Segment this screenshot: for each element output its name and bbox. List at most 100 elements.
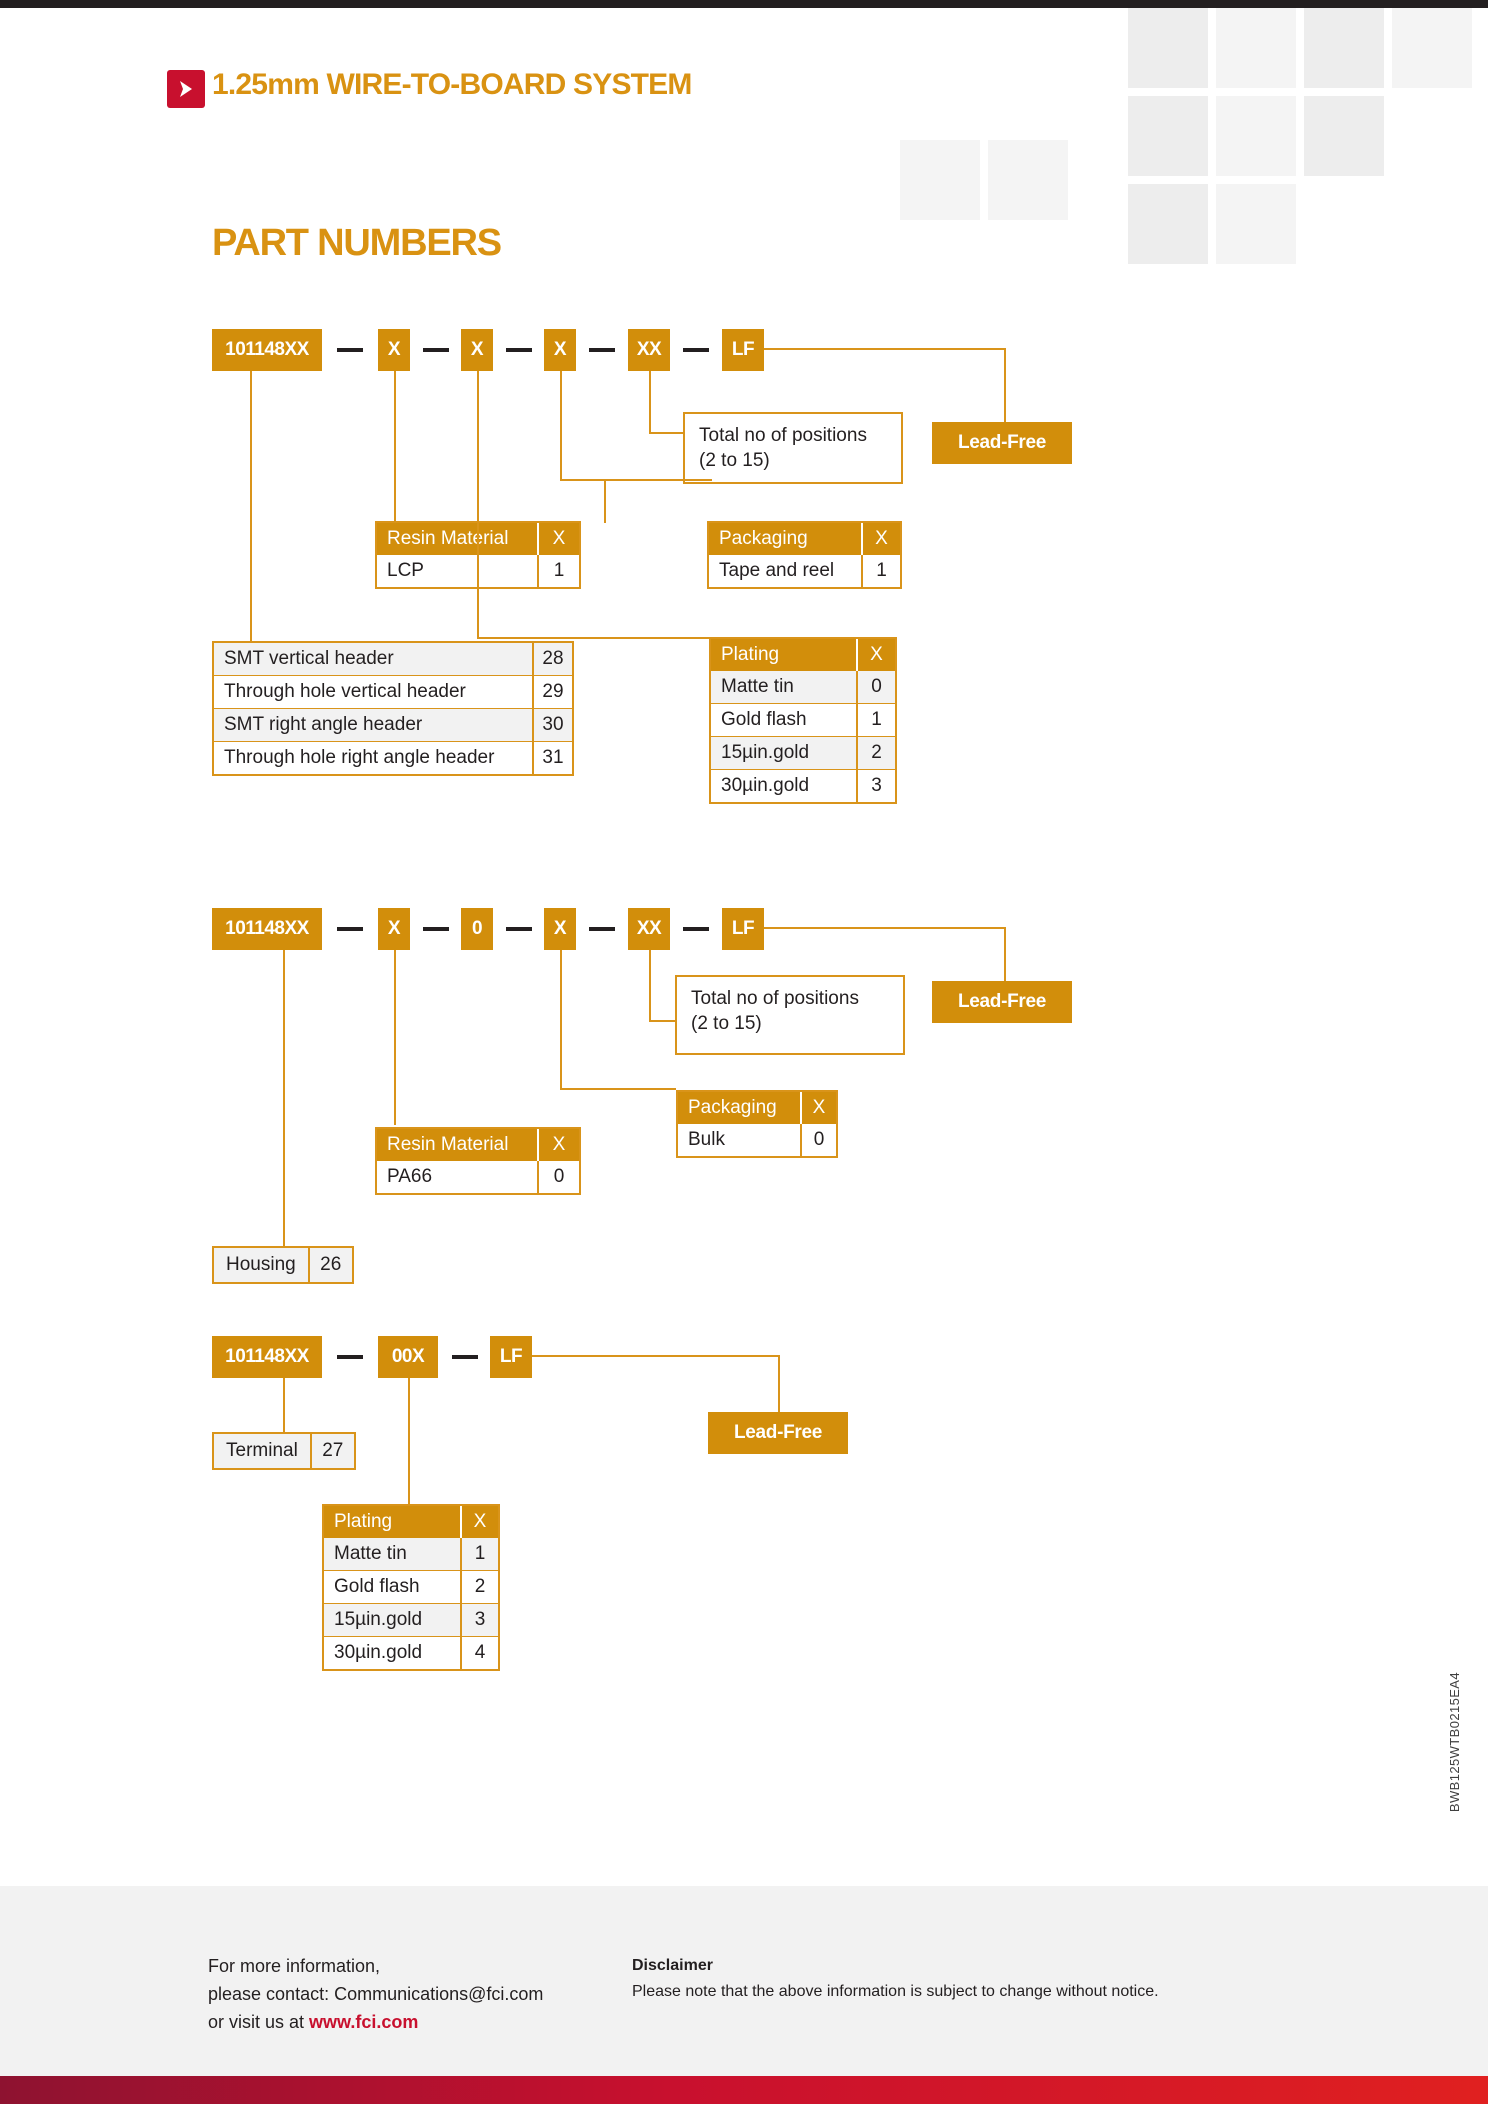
brand-logo bbox=[167, 70, 205, 108]
table-header-row: Packaging X bbox=[678, 1092, 836, 1124]
part-code-base: 101148XX bbox=[212, 329, 322, 371]
part-dash bbox=[589, 348, 615, 352]
part-dash bbox=[589, 927, 615, 931]
cell-code: 31 bbox=[532, 742, 572, 774]
part-dash bbox=[423, 348, 449, 352]
cell-label: 15µin.gold bbox=[721, 742, 810, 763]
cell-label: Bulk bbox=[688, 1129, 725, 1150]
part-dash bbox=[337, 927, 363, 931]
connector-line bbox=[778, 1355, 780, 1417]
cell-label: Gold flash bbox=[334, 1576, 420, 1597]
part-dash bbox=[683, 927, 709, 931]
bottom-rule bbox=[0, 2076, 1488, 2104]
cell-label: Through hole right angle header bbox=[224, 747, 495, 768]
col-header-code: X bbox=[800, 1092, 836, 1124]
part-code-packaging: X bbox=[544, 329, 576, 371]
table-header-row: Packaging X bbox=[709, 523, 900, 555]
part-code-resin: X bbox=[378, 329, 410, 371]
cell-code: 30 bbox=[532, 709, 572, 741]
connector-line bbox=[394, 950, 396, 1125]
company-website-link[interactable]: www.fci.com bbox=[309, 2011, 419, 2032]
decor-square bbox=[1128, 8, 1208, 88]
part-dash bbox=[683, 348, 709, 352]
table-row: LCP 1 bbox=[377, 555, 579, 587]
disclaimer-text: Please note that the above information i… bbox=[632, 1982, 1159, 2000]
part-dash bbox=[506, 348, 532, 352]
part-code-positions: XX bbox=[628, 329, 670, 371]
cell-code: 2 bbox=[460, 1571, 498, 1603]
footer-line2: please contact: Communications@fci.com bbox=[208, 1983, 544, 2004]
decor-square bbox=[1304, 96, 1384, 176]
housing-box: Housing 26 bbox=[212, 1246, 354, 1284]
footer-disclaimer: Disclaimer Please note that the above in… bbox=[632, 1953, 1159, 2004]
housing-label: Housing bbox=[226, 1254, 296, 1275]
cell-code: 1 bbox=[537, 555, 579, 587]
part-code-leadfree: LF bbox=[722, 908, 764, 950]
cell-label: 15µin.gold bbox=[334, 1609, 423, 1630]
table-row: 30µin.gold 3 bbox=[711, 769, 895, 802]
section-heading: PART NUMBERS bbox=[212, 222, 502, 264]
cell-label: Gold flash bbox=[721, 709, 807, 730]
table-row: 15µin.gold 2 bbox=[711, 736, 895, 769]
col-header-resin: Resin Material bbox=[387, 528, 509, 549]
cell-label: Through hole vertical header bbox=[224, 681, 466, 702]
decor-square bbox=[1304, 8, 1384, 88]
footer-line3: or visit us at www.fci.com bbox=[208, 2009, 543, 2037]
plating-table: Plating X Matte tin 1 Gold flash 2 15µin… bbox=[322, 1504, 500, 1671]
cell-code: 1 bbox=[856, 704, 895, 736]
connector-line bbox=[250, 371, 252, 643]
footer-line1: For more information, bbox=[208, 1956, 381, 1976]
lead-free-badge: Lead-Free bbox=[708, 1412, 848, 1454]
terminal-code: 27 bbox=[309, 1434, 354, 1468]
terminal-label: Terminal bbox=[226, 1440, 298, 1461]
connector-line bbox=[764, 927, 1006, 929]
packaging-table: Packaging X Tape and reel 1 bbox=[707, 521, 902, 589]
product-type-table: SMT vertical header 28 Through hole vert… bbox=[212, 641, 574, 776]
connector-line bbox=[532, 1355, 780, 1357]
connector-line bbox=[764, 348, 1006, 350]
col-header-code: X bbox=[856, 639, 895, 671]
part-dash bbox=[423, 927, 449, 931]
decor-square bbox=[1216, 8, 1296, 88]
resin-material-table: Resin Material X PA66 0 bbox=[375, 1127, 581, 1195]
positions-note-line2: (2 to 15) bbox=[691, 1013, 762, 1035]
table-row: 30µin.gold 4 bbox=[324, 1636, 498, 1669]
part-dash bbox=[506, 927, 532, 931]
part-code-plating: 00X bbox=[378, 1336, 438, 1378]
table-row: Bulk 0 bbox=[678, 1124, 836, 1156]
connector-line bbox=[477, 371, 479, 639]
cell-label: Matte tin bbox=[334, 1543, 407, 1564]
part-code-leadfree: LF bbox=[490, 1336, 532, 1378]
col-header-packaging: Packaging bbox=[719, 528, 808, 549]
connector-line bbox=[560, 479, 712, 481]
col-header-packaging: Packaging bbox=[688, 1097, 777, 1118]
connector-line bbox=[649, 1020, 677, 1022]
table-row: Through hole vertical header 29 bbox=[214, 675, 572, 708]
cell-code: 1 bbox=[861, 555, 900, 587]
cell-label: SMT right angle header bbox=[224, 714, 423, 735]
connector-line bbox=[394, 371, 396, 523]
col-header-plating: Plating bbox=[334, 1511, 393, 1532]
page-title: 1.25mm WIRE-TO-BOARD SYSTEM bbox=[212, 68, 692, 101]
connector-line bbox=[283, 1378, 285, 1434]
cell-label: Tape and reel bbox=[719, 560, 835, 581]
top-rule bbox=[0, 0, 1488, 8]
connector-line bbox=[604, 479, 606, 523]
lead-free-badge: Lead-Free bbox=[932, 422, 1072, 464]
col-header-code: X bbox=[861, 523, 900, 555]
connector-line bbox=[283, 950, 285, 1248]
cell-label: 30µin.gold bbox=[334, 1642, 423, 1663]
footer-band bbox=[0, 1886, 1488, 2076]
packaging-table: Packaging X Bulk 0 bbox=[676, 1090, 838, 1158]
positions-note-line1: Total no of positions bbox=[699, 425, 867, 446]
cell-code: 3 bbox=[856, 770, 895, 802]
decor-square bbox=[1216, 184, 1296, 264]
arrow-right-icon bbox=[180, 81, 192, 97]
table-row: SMT vertical header 28 bbox=[214, 643, 572, 675]
table-header-row: Plating X bbox=[324, 1506, 498, 1538]
decor-square bbox=[1128, 96, 1208, 176]
connector-line bbox=[477, 637, 711, 639]
connector-line bbox=[560, 950, 562, 1090]
connector-line bbox=[649, 432, 685, 434]
